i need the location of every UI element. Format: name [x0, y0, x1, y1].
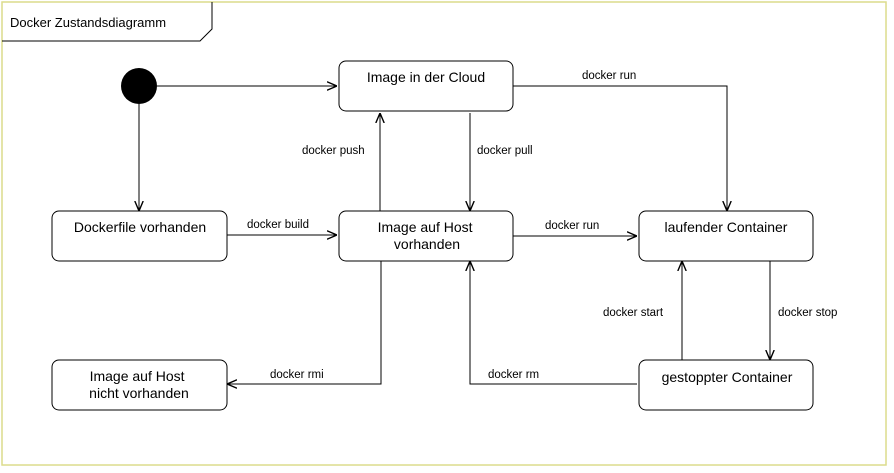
state-label-line: nicht vorhanden — [89, 385, 189, 401]
transition-line-docker-rm — [470, 261, 637, 385]
state-image-in-cloud: Image in der Cloud — [338, 60, 514, 112]
state-label: Image auf Host vorhanden — [378, 219, 477, 252]
transition-label-docker-stop: docker stop — [778, 307, 837, 319]
state-box — [338, 210, 514, 262]
state-label: laufender Container — [665, 219, 788, 235]
state-label-line: vorhanden — [394, 236, 460, 252]
initial-state — [121, 68, 157, 104]
state-label-line: laufender Container — [665, 219, 788, 235]
transition-label-docker-start: docker start — [603, 307, 664, 319]
transition-label-docker-rm: docker rm — [488, 369, 539, 381]
state-box — [638, 210, 814, 262]
state-label: Image auf Host nicht vorhanden — [89, 368, 189, 401]
state-running-container: laufender Container — [638, 210, 814, 262]
state-box — [338, 60, 514, 112]
state-label-line: Image auf Host — [90, 368, 185, 384]
frame-title: Docker Zustandsdiagramm — [10, 15, 166, 30]
state-image-on-host: Image auf Host vorhanden — [338, 210, 514, 262]
state-label-line: Image in der Cloud — [367, 69, 485, 85]
transition-line-docker-run-from-cloud — [513, 85, 727, 211]
transition-labels: docker run docker push docker pull docke… — [247, 70, 837, 381]
state-label-line: Dockerfile vorhanden — [74, 219, 206, 235]
transition-label-docker-rmi: docker rmi — [270, 369, 324, 381]
state-stopped-container: gestoppter Container — [638, 359, 814, 411]
frame-title-tab: Docker Zustandsdiagramm — [2, 2, 213, 42]
state-label: gestoppter Container — [662, 369, 793, 385]
state-image-not-on-host: Image auf Host nicht vorhanden — [51, 359, 228, 411]
state-dockerfile-present: Dockerfile vorhanden — [51, 210, 228, 262]
state-label: Dockerfile vorhanden — [74, 219, 206, 235]
state-label-line: Image auf Host — [378, 219, 473, 235]
state-label: Image in der Cloud — [367, 69, 485, 85]
state-box — [638, 359, 814, 411]
state-label-line: gestoppter Container — [662, 369, 793, 385]
transition-label-docker-pull: docker pull — [477, 145, 533, 157]
transition-label-docker-build: docker build — [247, 219, 309, 231]
frame-title-tab-border — [2, 2, 213, 42]
state-box — [51, 359, 228, 411]
transition-label-docker-run-host: docker run — [545, 220, 599, 232]
transition-label-docker-push: docker push — [302, 145, 365, 157]
transition-line-docker-rmi — [227, 261, 382, 384]
transitions — [139, 86, 770, 384]
transition-label-docker-run-cloud: docker run — [582, 70, 636, 82]
state-box — [51, 210, 228, 262]
